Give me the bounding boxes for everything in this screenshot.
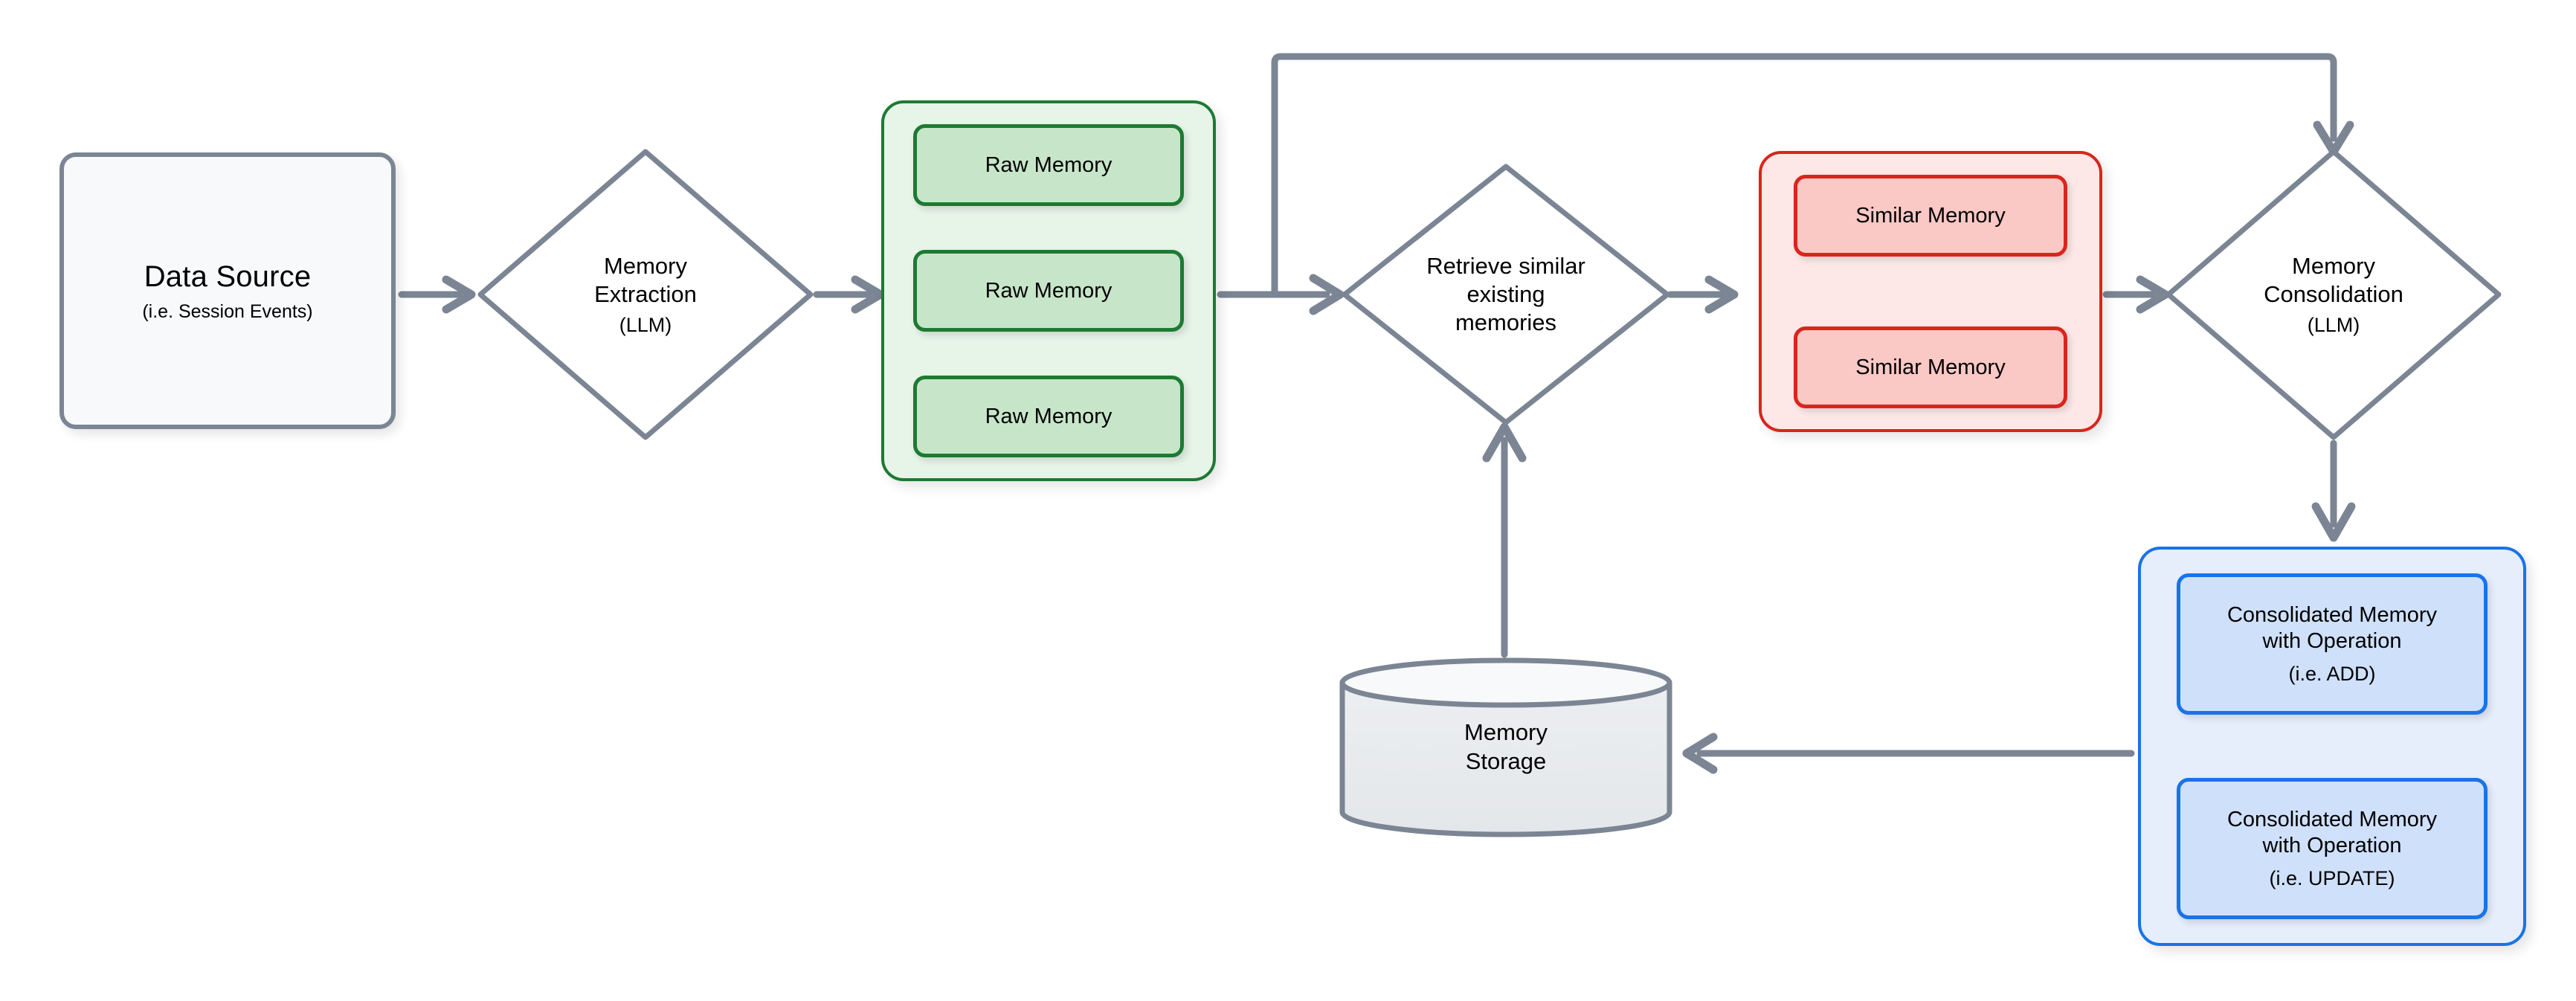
edge-retrieve-to-similar-memory — [1667, 275, 1739, 314]
raw-memory-label: Raw Memory — [985, 278, 1112, 303]
raw-memory-label: Raw Memory — [985, 152, 1112, 177]
memory-consolidation-node[interactable]: Memory Consolidation (LLM) — [2163, 146, 2505, 443]
consolidated-memory-operation: (i.e. UPDATE) — [2269, 867, 2395, 890]
memory-storage-node[interactable]: Memory Storage — [1335, 654, 1677, 840]
edge-memory-extraction-to-raw-memory — [813, 275, 885, 314]
raw-memory-chip[interactable]: Raw Memory — [913, 124, 1184, 206]
data-source-subtitle: (i.e. Session Events) — [142, 300, 313, 322]
memory-extraction-node[interactable]: Memory Extraction (LLM) — [474, 146, 817, 443]
diamond-shape — [477, 149, 814, 440]
consolidated-memory-line1: Consolidated Memory — [2226, 602, 2438, 627]
edge-raw-memory-to-retrieve — [1217, 274, 1345, 315]
consolidated-memory-group: Consolidated Memory with Operation (i.e.… — [2138, 547, 2526, 946]
data-source-node[interactable]: Data Source (i.e. Session Events) — [59, 152, 396, 429]
raw-memory-group: Raw Memory Raw Memory Raw Memory — [881, 100, 1216, 481]
edge-data-source-to-memory-extraction — [398, 275, 476, 314]
consolidated-memory-line1: Consolidated Memory — [2226, 807, 2438, 831]
raw-memory-label: Raw Memory — [985, 404, 1112, 428]
raw-memory-chip[interactable]: Raw Memory — [913, 250, 1184, 332]
edge-similar-memory-to-memory-consolidation — [2102, 275, 2170, 314]
similar-memory-group: Similar Memory Similar Memory — [1759, 151, 2102, 432]
diamond-shape — [2166, 149, 2502, 440]
data-source-title: Data Source — [144, 260, 312, 293]
similar-memory-label: Similar Memory — [1855, 355, 2006, 379]
consolidated-memory-operation: (i.e. ADD) — [2288, 663, 2376, 686]
diamond-shape — [1342, 164, 1670, 425]
edge-consolidated-memory-to-memory-storage — [1682, 733, 2135, 774]
consolidated-memory-line2: with Operation — [2262, 833, 2402, 857]
consolidated-memory-line2: with Operation — [2262, 628, 2402, 653]
similar-memory-label: Similar Memory — [1855, 203, 2006, 228]
retrieve-similar-memories-node[interactable]: Retrieve similar existing memories — [1339, 161, 1673, 428]
edge-memory-storage-to-retrieve — [1482, 422, 1527, 658]
cylinder-shape — [1339, 657, 1672, 837]
similar-memory-chip[interactable]: Similar Memory — [1794, 175, 2067, 257]
consolidated-memory-chip-add[interactable]: Consolidated Memory with Operation (i.e.… — [2177, 573, 2488, 715]
consolidated-memory-chip-update[interactable]: Consolidated Memory with Operation (i.e.… — [2177, 778, 2488, 919]
raw-memory-chip[interactable]: Raw Memory — [913, 376, 1184, 457]
similar-memory-chip[interactable]: Similar Memory — [1794, 326, 2067, 408]
edge-memory-consolidation-to-consolidated-memory — [2311, 440, 2356, 542]
